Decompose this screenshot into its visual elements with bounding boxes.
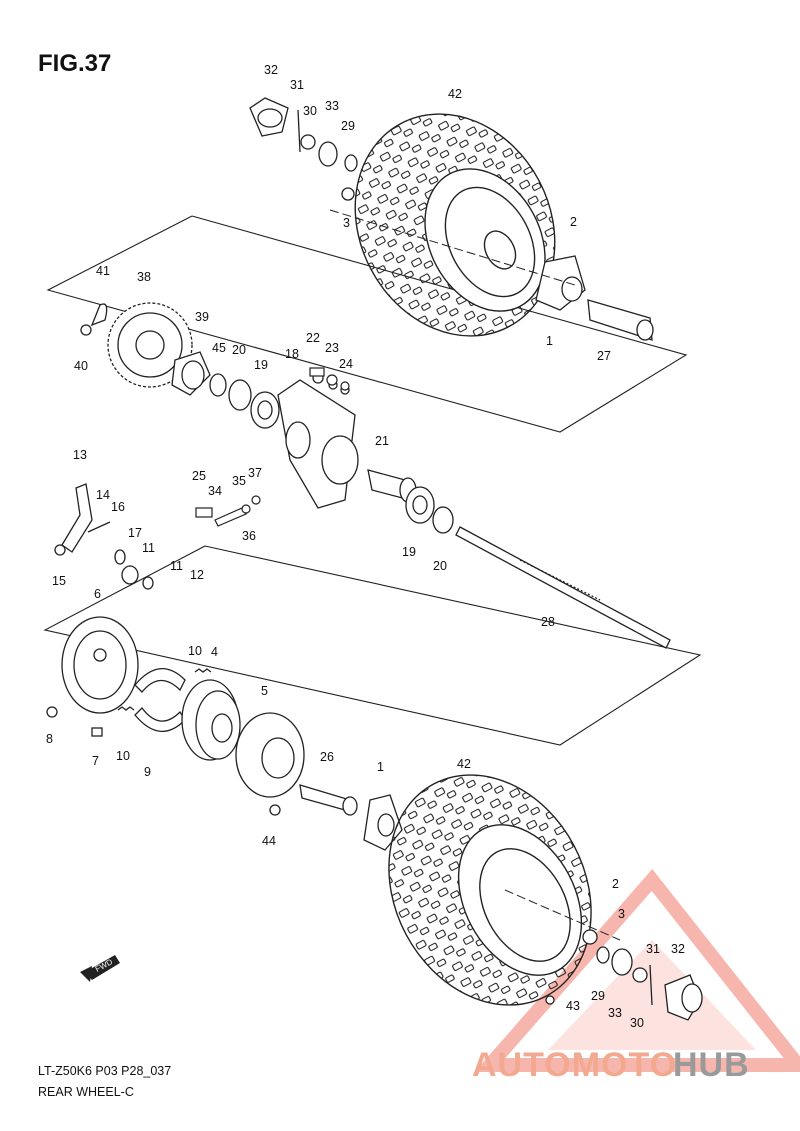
callout-label: 4: [211, 645, 218, 659]
figure-title: FIG.37: [38, 50, 112, 77]
axle-spacer-bearings: [367, 469, 454, 534]
callout-label: 19: [402, 545, 416, 559]
callout-label: 30: [630, 1016, 644, 1030]
callout-label: 35: [232, 474, 246, 488]
watermark-text-part2: HUB: [673, 1046, 750, 1084]
watermark-text-part1: AUTOMOTO: [472, 1046, 678, 1084]
callout-label: 20: [232, 343, 246, 357]
callout-label: 18: [285, 347, 299, 361]
callout-label: 23: [325, 341, 339, 355]
drum-hub: [235, 712, 305, 816]
callout-label: 29: [591, 989, 605, 1003]
sprocket: [80, 302, 193, 388]
callout-label: 26: [320, 750, 334, 764]
callout-label: 12: [190, 568, 204, 582]
callout-label: 33: [325, 99, 339, 113]
callout-label: 41: [96, 264, 110, 278]
callout-label: 24: [339, 357, 353, 371]
callout-label: 42: [448, 87, 462, 101]
brake-lever: [54, 483, 154, 590]
model-code: LT-Z50K6 P03 P28_037: [38, 1064, 172, 1078]
callout-label: 43: [566, 999, 580, 1013]
callout-label: 39: [195, 310, 209, 324]
callout-label: 1: [377, 760, 384, 774]
small-fasteners: [195, 367, 350, 527]
callout-label: 25: [192, 469, 206, 483]
callout-label: 9: [144, 765, 151, 779]
callout-label: 44: [262, 834, 276, 848]
axle-spacer: [299, 784, 358, 816]
callout-label: 33: [608, 1006, 622, 1020]
callout-label: 32: [264, 63, 278, 77]
callout-label: 22: [306, 331, 320, 345]
axle-housing: [277, 372, 359, 509]
callout-label: 11: [142, 541, 155, 555]
callout-label: 8: [46, 732, 53, 746]
callout-label: 37: [248, 466, 262, 480]
upper-cap-nut: [249, 97, 358, 201]
callout-label: 29: [341, 119, 355, 133]
callout-label: 42: [457, 757, 471, 771]
callout-label: 6: [94, 587, 101, 601]
callout-label: 20: [433, 559, 447, 573]
lower-cap-nut: [545, 929, 703, 1021]
callout-label: 17: [128, 526, 142, 540]
callout-label: 31: [290, 78, 304, 92]
callout-label: 1: [546, 334, 553, 348]
lower-tire: [388, 774, 592, 1006]
callout-label: 2: [612, 877, 619, 891]
callout-label: 40: [74, 359, 88, 373]
callout-label: 27: [597, 349, 611, 363]
callout-numbers: 1 1 2 2 3 3 4 5 6 7 8 9 10 10 11 11 12 1…: [46, 63, 685, 1030]
callout-label: 2: [570, 215, 577, 229]
brake-drum: [181, 679, 241, 761]
callout-label: 19: [254, 358, 268, 372]
lower-plane-outline: [43, 545, 702, 746]
brake-panel: [46, 616, 139, 737]
callout-label: 28: [541, 615, 555, 629]
fwd-arrow-icon: [80, 955, 120, 982]
sprocket-hub: [171, 351, 280, 429]
callout-label: 38: [137, 270, 151, 284]
callout-label: 7: [92, 754, 99, 768]
upper-tire: [354, 113, 556, 337]
callout-label: 21: [375, 434, 389, 448]
callout-label: 34: [208, 484, 222, 498]
callout-label: 36: [242, 529, 256, 543]
callout-label: 13: [73, 448, 87, 462]
callout-label: 16: [111, 500, 125, 514]
callout-label: 5: [261, 684, 268, 698]
callout-label: 11: [170, 559, 183, 573]
callout-label: 3: [343, 216, 350, 230]
callout-label: 15: [52, 574, 66, 588]
rear-axle: [455, 526, 671, 649]
callout-label: 32: [671, 942, 685, 956]
callout-label: 14: [96, 488, 110, 502]
callout-label: 31: [646, 942, 660, 956]
callout-label: 10: [116, 749, 130, 763]
callout-label: 10: [188, 644, 202, 658]
callout-label: 3: [618, 907, 625, 921]
figure-subtitle: REAR WHEEL-C: [38, 1085, 134, 1099]
callout-label: 45: [212, 341, 226, 355]
callout-label: 30: [303, 104, 317, 118]
upper-hub: [535, 255, 654, 341]
